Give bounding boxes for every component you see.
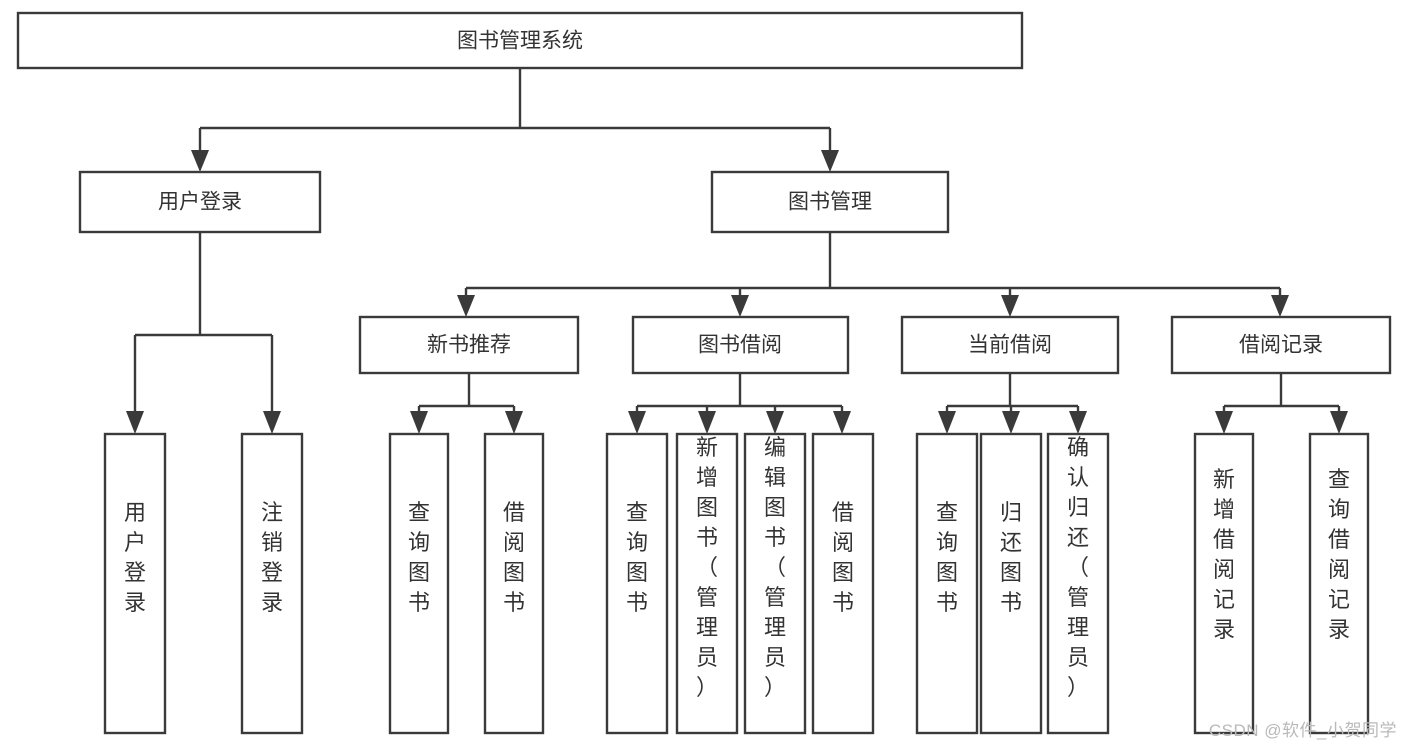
arrow-bb-to-leaf2 bbox=[698, 411, 716, 434]
connector-group-root bbox=[191, 68, 839, 172]
arrow-nb-to-leaf2 bbox=[505, 411, 523, 434]
leaf-add-book[interactable]: 新增图书（管理员） bbox=[675, 432, 739, 735]
leaf-query-record-box[interactable] bbox=[1308, 432, 1370, 735]
node-root-box[interactable] bbox=[16, 11, 1024, 70]
leaf-borrow-book-2-label: 借阅图书 bbox=[832, 500, 854, 615]
arrow-cb-to-leaf1 bbox=[938, 411, 956, 434]
leaf-logout-login-box[interactable] bbox=[240, 432, 304, 735]
leaf-borrow-book-1-box[interactable] bbox=[483, 432, 545, 735]
arrow-root-to-book-management bbox=[821, 150, 839, 172]
node-book-borrow[interactable]: 图书借阅 bbox=[631, 315, 850, 375]
node-current-borrow[interactable]: 当前借阅 bbox=[900, 315, 1120, 375]
leaf-add-record-box[interactable] bbox=[1193, 432, 1255, 735]
leaf-confirm-return-label: 确认归还（管理员） bbox=[1067, 435, 1089, 700]
leaf-borrow-book-2-box[interactable] bbox=[811, 432, 875, 735]
leaf-query-book-3[interactable]: 查询图书 bbox=[915, 432, 979, 735]
arrow-bm-to-borrow-record bbox=[1271, 295, 1289, 317]
leaf-query-book-1[interactable]: 查询图书 bbox=[388, 432, 450, 735]
arrow-user-login-to-leaf2 bbox=[263, 411, 281, 434]
node-book-borrow-label: 图书借阅 bbox=[698, 334, 782, 357]
node-book-management[interactable]: 图书管理 bbox=[710, 170, 950, 234]
leaf-borrow-book-1-label: 借阅图书 bbox=[503, 500, 525, 615]
node-new-book-recommend-box[interactable] bbox=[358, 315, 580, 375]
leaf-confirm-return[interactable]: 确认归还（管理员） bbox=[1046, 432, 1110, 735]
connector-group-book-borrow bbox=[628, 373, 851, 434]
leaf-user-login-label: 用户登录 bbox=[124, 500, 146, 615]
leaf-user-login-box[interactable] bbox=[103, 432, 167, 735]
leaf-borrow-book-1[interactable]: 借阅图书 bbox=[483, 432, 545, 735]
leaf-logout-login-label: 注销登录 bbox=[261, 500, 283, 615]
node-root[interactable]: 图书管理系统 bbox=[16, 11, 1024, 70]
leaf-user-login[interactable]: 用户登录 bbox=[103, 432, 167, 735]
leaf-confirm-return-box[interactable] bbox=[1046, 432, 1110, 735]
arrow-bm-to-current-borrow bbox=[1001, 295, 1019, 317]
arrow-bb-to-leaf1 bbox=[628, 411, 646, 434]
arrow-br-to-leaf2 bbox=[1330, 411, 1348, 434]
node-borrow-record-box[interactable] bbox=[1170, 315, 1392, 375]
csdn-watermark: CSDN @软件_小贺同学 bbox=[1208, 721, 1397, 740]
leaf-return-book-label: 归还图书 bbox=[1000, 500, 1022, 615]
node-book-management-box[interactable] bbox=[710, 170, 950, 234]
arrow-bb-to-leaf3 bbox=[766, 411, 784, 434]
arrow-cb-to-leaf3 bbox=[1069, 411, 1087, 434]
node-current-borrow-box[interactable] bbox=[900, 315, 1120, 375]
leaf-query-record-label: 查询借阅记录 bbox=[1328, 467, 1350, 642]
node-user-login-label: 用户登录 bbox=[158, 191, 242, 214]
leaf-query-book-2-label: 查询图书 bbox=[626, 500, 648, 615]
arrow-br-to-leaf1 bbox=[1215, 411, 1233, 434]
connector-group-user-login bbox=[126, 232, 281, 434]
connector-group-book-management bbox=[457, 232, 1289, 317]
leaf-logout-login[interactable]: 注销登录 bbox=[240, 432, 304, 735]
connector-group-borrow-record bbox=[1215, 373, 1348, 434]
leaf-edit-book-label: 编辑图书（管理员） bbox=[764, 435, 786, 700]
leaf-query-book-2[interactable]: 查询图书 bbox=[605, 432, 669, 735]
node-book-management-label: 图书管理 bbox=[788, 191, 872, 214]
connector-group-current-borrow bbox=[938, 373, 1087, 434]
leaf-edit-book[interactable]: 编辑图书（管理员） bbox=[743, 432, 807, 735]
leaf-borrow-book-2[interactable]: 借阅图书 bbox=[811, 432, 875, 735]
node-book-borrow-box[interactable] bbox=[631, 315, 850, 375]
leaf-add-record-label: 新增借阅记录 bbox=[1213, 467, 1235, 642]
node-new-book-recommend-label: 新书推荐 bbox=[427, 334, 511, 357]
leaf-add-record[interactable]: 新增借阅记录 bbox=[1193, 432, 1255, 735]
leaf-edit-book-box[interactable] bbox=[743, 432, 807, 735]
node-current-borrow-label: 当前借阅 bbox=[968, 334, 1052, 357]
node-borrow-record-label: 借阅记录 bbox=[1239, 334, 1323, 357]
leaf-return-book[interactable]: 归还图书 bbox=[979, 432, 1043, 735]
node-user-login-box[interactable] bbox=[78, 170, 322, 234]
arrow-bm-to-new-book bbox=[457, 295, 475, 317]
node-root-label: 图书管理系统 bbox=[457, 30, 583, 53]
leaf-add-book-label: 新增图书（管理员） bbox=[696, 435, 718, 700]
leaf-return-book-box[interactable] bbox=[979, 432, 1043, 735]
node-borrow-record[interactable]: 借阅记录 bbox=[1170, 315, 1392, 375]
node-new-book-recommend[interactable]: 新书推荐 bbox=[358, 315, 580, 375]
leaf-query-record[interactable]: 查询借阅记录 bbox=[1308, 432, 1370, 735]
arrow-nb-to-leaf1 bbox=[410, 411, 428, 434]
arrow-root-to-user-login bbox=[191, 150, 209, 172]
leaf-query-book-2-box[interactable] bbox=[605, 432, 669, 735]
arrow-bm-to-book-borrow bbox=[731, 295, 749, 317]
arrow-bb-to-leaf4 bbox=[833, 411, 851, 434]
connector-group-new-book-recommend bbox=[410, 373, 523, 434]
arrow-user-login-to-leaf1 bbox=[126, 411, 144, 434]
leaf-query-book-3-label: 查询图书 bbox=[936, 500, 958, 615]
leaf-query-book-1-box[interactable] bbox=[388, 432, 450, 735]
leaf-query-book-3-box[interactable] bbox=[915, 432, 979, 735]
leaf-add-book-box[interactable] bbox=[675, 432, 739, 735]
leaf-query-book-1-label: 查询图书 bbox=[408, 500, 430, 615]
arrow-cb-to-leaf2 bbox=[1002, 411, 1020, 434]
node-user-login[interactable]: 用户登录 bbox=[78, 170, 322, 234]
